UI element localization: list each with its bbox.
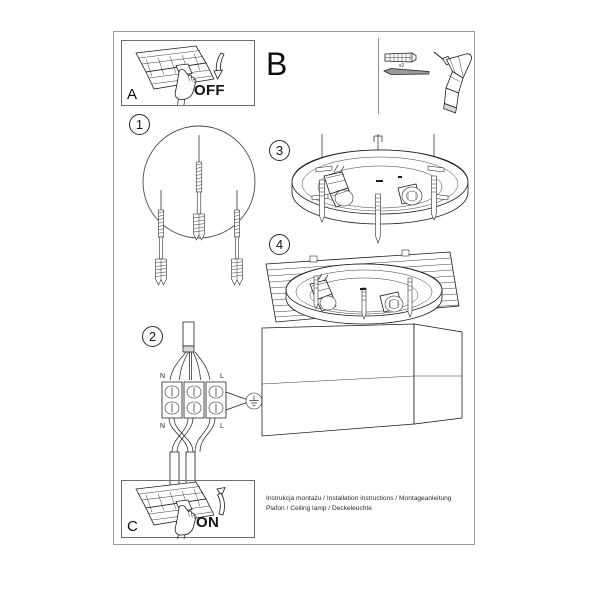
incoming-conductors — [169, 351, 211, 381]
center-marks-mounted — [360, 288, 366, 290]
footer-text-block: Instrukcja montażu / Installation instru… — [266, 494, 466, 514]
earth-ground-icon — [225, 391, 263, 411]
panel-a-action-label: OFF — [194, 82, 225, 99]
footer-line-2: Plafon / Ceiling lamp / Deckeleuchte — [266, 505, 372, 512]
wall-plug-icon — [384, 52, 417, 63]
panel-c-action-label: ON — [196, 514, 220, 531]
step-3-illustration — [291, 134, 469, 244]
cable-sheath — [182, 321, 195, 347]
footer-line-1: Instrukcja montażu / Installation instru… — [266, 495, 452, 502]
panel-c-switch-on: C ON — [121, 480, 255, 540]
svg-text:N: N — [160, 423, 165, 430]
instruction-sheet-page: A OFF B — [113, 31, 475, 545]
hand-pressing-icon — [174, 69, 197, 106]
panel-a-switch-off: A OFF — [121, 40, 255, 106]
detail-circle — [142, 125, 256, 239]
anchor-assembly-center — [193, 135, 205, 241]
center-marks — [376, 176, 402, 182]
cordless-drill-icon — [433, 51, 472, 114]
top-band-divider — [378, 38, 379, 114]
svg-text:L: L — [220, 373, 224, 380]
terminal-connector-right-mounted — [379, 291, 404, 313]
panel-a-letter: A — [127, 86, 138, 103]
outgoing-conductors — [168, 417, 216, 453]
step-1-illustration — [142, 125, 256, 286]
terminal-block — [161, 381, 227, 419]
hand-pressing-icon — [174, 505, 197, 540]
tools-group: x2 — [382, 38, 474, 114]
mounting-screws — [319, 175, 437, 244]
screw-icon — [383, 68, 430, 75]
svg-text:L: L — [220, 423, 224, 430]
step-1-number: 1 — [129, 114, 150, 135]
curved-arrow-up-icon — [216, 486, 226, 516]
step-3-number: 3 — [269, 140, 290, 161]
terminal-screws — [164, 385, 224, 415]
panel-a-illustration — [135, 45, 225, 106]
bottom-band: C ON Instrukcja montażu / Installation i… — [114, 478, 474, 544]
top-band: A OFF B — [114, 32, 474, 114]
step-2-number: 2 — [142, 326, 163, 347]
panel-c-illustration — [135, 481, 226, 540]
step-4-illustration — [261, 249, 463, 437]
step-2-illustration: N L N L — [160, 321, 263, 489]
terminal-connector-right — [397, 183, 423, 206]
wall-plug-quantity-label: x2 — [399, 63, 405, 69]
lamp-body-box — [261, 323, 463, 437]
anchor-assembly-left — [155, 190, 167, 286]
slab-anchors — [309, 249, 410, 263]
lamp-holder-left — [323, 164, 354, 208]
steps-area: 1 — [114, 114, 474, 496]
tools-illustration — [383, 51, 472, 114]
step-4-number: 4 — [269, 234, 290, 255]
section-letter-b: B — [266, 46, 288, 82]
panel-c-letter: C — [127, 518, 138, 535]
mounting-screws-mounted — [313, 275, 413, 320]
anchor-assembly-right — [231, 190, 243, 286]
svg-text:N: N — [160, 373, 165, 380]
curved-arrow-down-icon — [213, 52, 225, 80]
